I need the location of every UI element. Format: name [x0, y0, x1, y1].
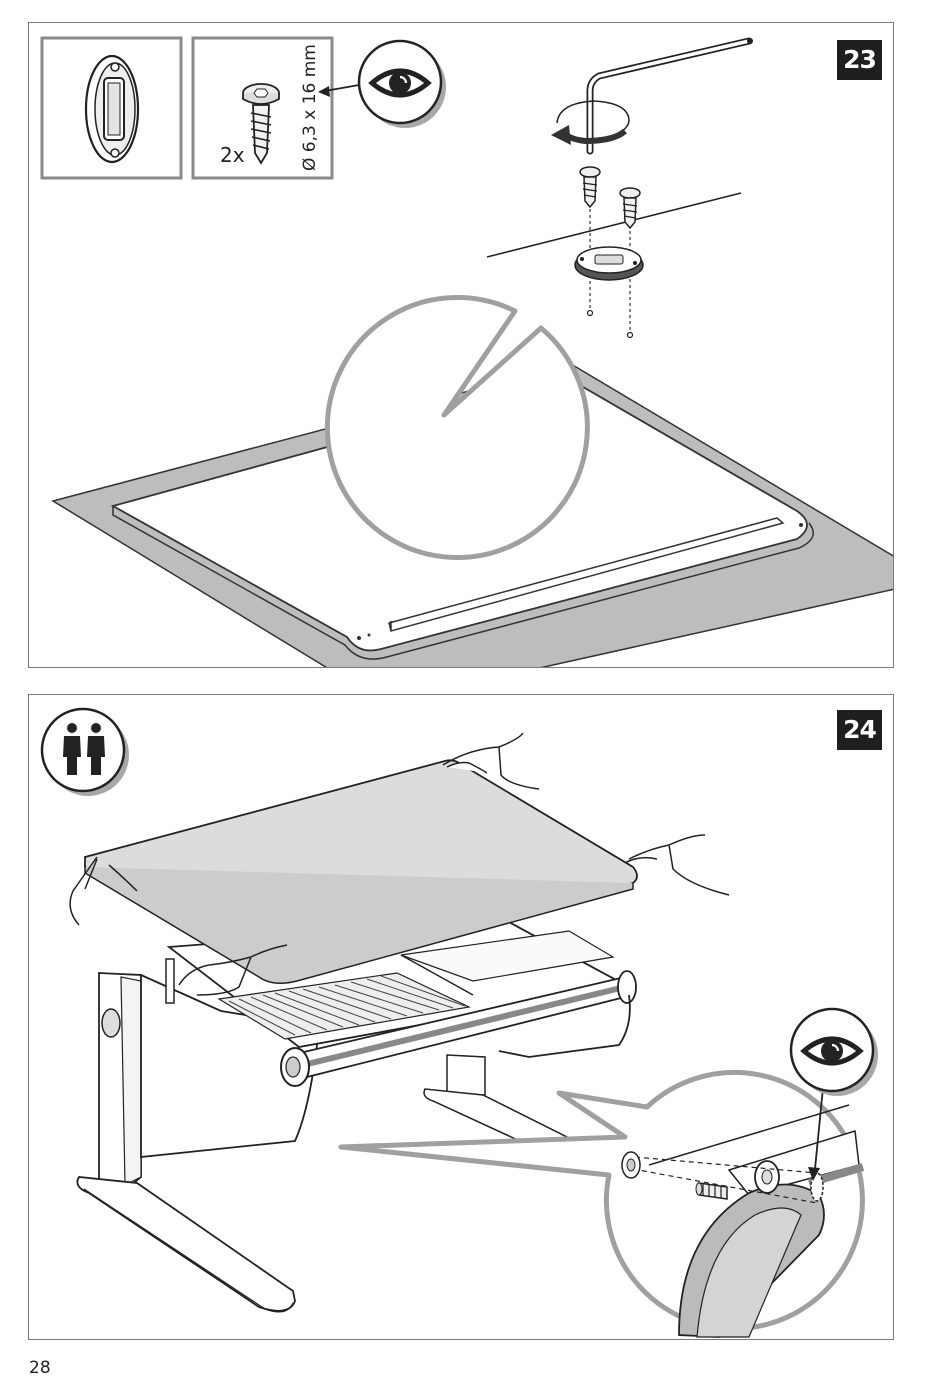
step-24-panel: 24	[28, 694, 894, 1340]
step-number-badge: 23	[837, 40, 882, 80]
two-persons-callout	[42, 709, 129, 796]
part-box-bracket	[42, 38, 181, 178]
bracket-part-icon	[86, 56, 138, 162]
hardware-size: Ø 6,3 x 16 mm	[300, 44, 320, 171]
step-23-illustration: 2x Ø 6,3 x 16 mm	[29, 23, 894, 668]
eye-icon	[372, 71, 428, 95]
part-box-screws: 2x Ø 6,3 x 16 mm	[193, 38, 332, 178]
step-23-panel: 2x Ø 6,3 x 16 mm	[28, 22, 894, 668]
hardware-quantity: 2x	[220, 143, 245, 167]
eye-icon	[804, 1039, 860, 1063]
page-number: 28	[29, 1358, 51, 1378]
zoom-bracket	[575, 247, 643, 280]
step-24-illustration	[29, 695, 894, 1340]
desk-frame	[29, 921, 636, 1312]
zoom-detail-callout	[341, 1072, 863, 1337]
eye-callout	[318, 41, 446, 128]
step-number-badge: 24	[837, 710, 882, 750]
zoom-screw-1	[580, 167, 600, 207]
